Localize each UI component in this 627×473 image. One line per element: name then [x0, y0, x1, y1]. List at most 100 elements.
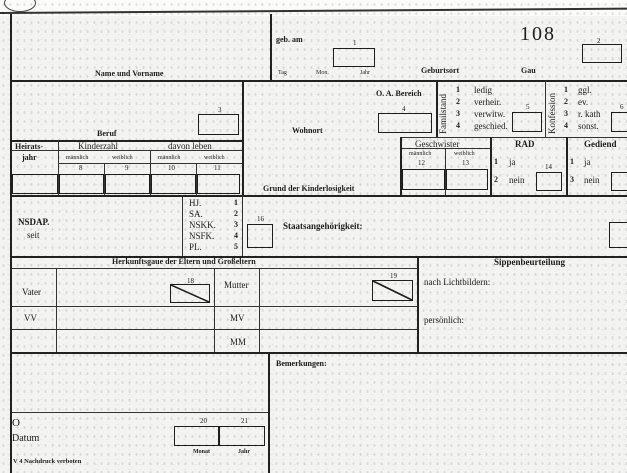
rule-left-edge — [10, 14, 12, 473]
wohnort-label: Wohnort — [292, 126, 323, 135]
geschwister-label: Geschwister — [415, 139, 460, 149]
bemerkungen-label: Bemerkungen: — [276, 359, 327, 368]
persoenlich-label: persönlich: — [424, 315, 464, 325]
rule-herkunft-bottom — [10, 352, 627, 354]
birth-date-box[interactable] — [333, 48, 375, 67]
box-number-10: 10 — [168, 164, 175, 172]
konf-opt-4-n: 4 — [564, 121, 568, 130]
rule-oa-right — [436, 80, 438, 137]
rule-beruf-top — [10, 140, 242, 142]
kinderzahl-label: Kinderzahl — [78, 141, 118, 151]
leben-maennlich-box[interactable] — [151, 174, 196, 194]
box-number-14: 14 — [545, 163, 552, 171]
gliederung-box[interactable] — [247, 224, 273, 248]
org-hj-n: 1 — [234, 198, 238, 207]
fam-opt-3-n: 3 — [456, 109, 460, 118]
vater-gau-box[interactable] — [170, 284, 210, 303]
monat-label: Monat — [193, 449, 210, 455]
konfession-box[interactable] — [611, 112, 627, 132]
konf-opt-3-text: r. kath — [578, 109, 601, 119]
nsdap-seit-label: seit — [27, 230, 40, 240]
datum-monat-box[interactable] — [174, 426, 219, 446]
mv-label: MV — [230, 313, 245, 323]
box-number-8: 8 — [79, 164, 83, 172]
name-label: Name und Vorname — [95, 69, 164, 78]
oa-bereich-label: O. A. Bereich — [376, 89, 422, 98]
rule-nsdap-bottom — [10, 256, 627, 258]
rule-mutter-right — [259, 268, 260, 352]
geschw-weiblich-box[interactable] — [446, 169, 488, 190]
gediend-n3: 3 — [570, 175, 574, 184]
fam-opt-2-n: 2 — [456, 97, 460, 106]
herkunft-title: Herkunftsgaue der Eltern und Großeltern — [112, 257, 256, 266]
mm-label: MM — [230, 337, 247, 347]
top-edge-shadow — [0, 0, 627, 16]
familienstand-label: Familstand — [438, 94, 448, 134]
box-number-6: 6 — [620, 103, 624, 111]
org-nsfk: NSFK. — [189, 231, 215, 241]
jahr-label: Jahr — [360, 70, 370, 76]
footer-jahr-label: Jahr — [238, 449, 250, 455]
fam-opt-1-n: 1 — [456, 85, 460, 94]
fam-opt-4-text: geschied. — [474, 121, 508, 131]
box-number-19: 19 — [390, 272, 397, 280]
rule-footer-date — [10, 412, 268, 413]
gediend-n1: 1 — [570, 157, 574, 166]
konf-opt-4-text: sonst. — [578, 121, 599, 131]
leben-weiblich-box[interactable] — [197, 174, 240, 194]
fam-opt-1-text: ledig — [474, 85, 492, 95]
stamp-number: 108 — [520, 23, 556, 45]
grund-kinderlosigkeit-label: Grund der Kinderlosigkeit — [263, 184, 355, 193]
box-number-18: 18 — [187, 277, 194, 285]
familienstand-box[interactable] — [512, 112, 542, 132]
kinder-weiblich-label: weiblich — [112, 155, 133, 161]
org-sa-n: 2 — [234, 209, 238, 218]
org-pl: PL. — [189, 242, 202, 252]
beruf-box[interactable] — [198, 114, 239, 135]
staatsangehoerigkeit-label: Staatsangehörigkeit: — [283, 221, 363, 231]
rad-nein: nein — [509, 175, 525, 185]
org-sa: SA. — [189, 209, 203, 219]
kinder-maennlich-label: männlich — [66, 155, 89, 161]
rule-vv-bottom — [10, 329, 417, 330]
geschw-maennlich-box[interactable] — [402, 169, 445, 190]
staats-box[interactable] — [609, 222, 627, 248]
gediend-box[interactable] — [611, 172, 627, 191]
kinder-maennlich-box[interactable] — [59, 174, 104, 194]
davon-leben-label: davon leben — [168, 141, 212, 151]
rule-beruf-bottom — [10, 195, 627, 197]
org-nskk: NSKK. — [189, 220, 216, 230]
rad-box[interactable] — [536, 172, 562, 191]
gau-label: Gau — [521, 66, 536, 75]
rule-beruf-right — [242, 80, 244, 195]
box-number-16: 16 — [257, 215, 264, 223]
konf-opt-3-n: 3 — [564, 109, 568, 118]
datum-label: Datum — [12, 433, 40, 444]
footer-o-label: O — [12, 417, 20, 429]
org-hj: HJ. — [189, 198, 202, 208]
box-number-5: 5 — [526, 103, 530, 111]
tag-label: Tag — [278, 70, 287, 76]
rad-ja: ja — [509, 157, 516, 167]
org-nsfk-n: 4 — [234, 231, 238, 240]
datum-jahr-box[interactable] — [219, 426, 265, 446]
rule-footer-mid — [268, 352, 270, 473]
box-number-12: 12 — [418, 159, 425, 167]
gau-box[interactable] — [582, 44, 622, 63]
konf-opt-2-text: ev. — [578, 97, 589, 107]
fam-opt-3-text: verwitw. — [474, 109, 506, 119]
mutter-label: Mutter — [224, 280, 249, 290]
lichtbilder-label: nach Lichtbildern: — [424, 277, 491, 287]
kinder-weiblich-box[interactable] — [105, 174, 150, 194]
geburtsort-label: Geburtsort — [421, 66, 460, 75]
oa-bereich-box[interactable] — [378, 113, 432, 133]
mutter-gau-box[interactable] — [372, 280, 413, 301]
gediend-nein: nein — [584, 175, 600, 185]
heiratsjahr-box[interactable] — [12, 174, 58, 194]
rule-name-right — [270, 14, 272, 80]
box-number-2: 2 — [597, 37, 601, 45]
rule-rad-right — [566, 137, 568, 195]
rule-mutter-left — [214, 268, 215, 352]
konf-opt-1-n: 1 — [564, 85, 568, 94]
box-number-21: 21 — [241, 417, 248, 425]
